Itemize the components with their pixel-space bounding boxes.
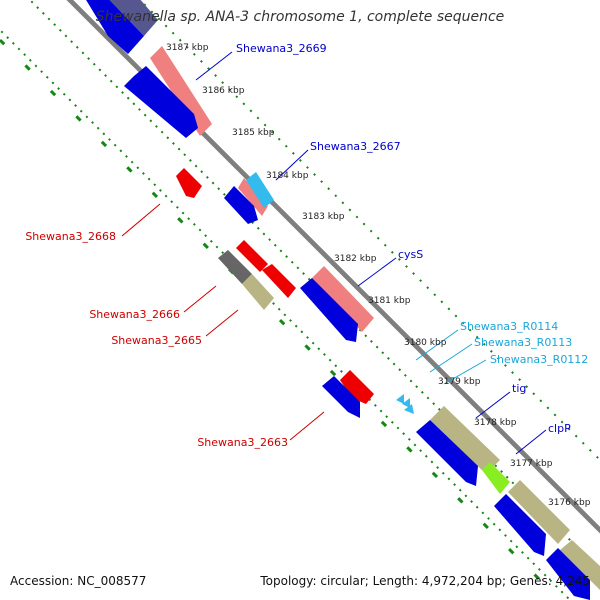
trna-r0114[interactable] (396, 394, 404, 404)
cds-clpP-forward[interactable] (494, 494, 546, 556)
cds-2667-forward[interactable] (224, 186, 258, 224)
gene-2666-dark[interactable] (218, 250, 252, 284)
tick-label: 3182 kbp (334, 254, 377, 264)
gene-label-2665[interactable]: Shewana3_2665 (111, 334, 202, 347)
gene-cysS-pink[interactable] (312, 266, 374, 332)
gene-label-2667[interactable]: Shewana3_2667 (310, 140, 401, 153)
gene-2667-pink[interactable] (238, 178, 268, 216)
tick-label: 3184 kbp (266, 171, 309, 181)
callout-2665 (205, 309, 239, 337)
tick-label: 3179 kbp (438, 377, 481, 387)
callout-r0113 (429, 343, 473, 373)
gene-label-2663[interactable]: Shewana3_2663 (197, 436, 288, 449)
tick-label: 3183 kbp (302, 212, 345, 222)
gene-clpP-khaki[interactable] (508, 480, 570, 544)
accession-text: Accession: NC_008577 (10, 574, 147, 588)
gene-top-dark[interactable] (100, 0, 158, 36)
gc-track-right (138, 0, 600, 461)
gene-label-tig[interactable]: tig (512, 382, 526, 395)
rrna-clpP[interactable] (482, 462, 510, 494)
trna-r0113[interactable] (402, 398, 410, 408)
gene-label-2669[interactable]: Shewana3_2669 (236, 42, 327, 55)
gc-track-inner (0, 28, 572, 600)
tick-label: 3186 kbp (202, 86, 245, 96)
genome-summary: Topology: circular; Length: 4,972,204 bp… (260, 574, 590, 588)
callout-cysS (357, 257, 397, 287)
gene-tig-khaki[interactable] (430, 406, 500, 474)
gene-2665-khaki[interactable] (242, 274, 274, 310)
callout-2667 (275, 149, 309, 181)
cds-bottom-forward[interactable] (546, 548, 590, 600)
cds-cysS-forward[interactable] (300, 278, 358, 342)
gene-label-cysS[interactable]: cysS (398, 248, 423, 261)
cds-tig-forward[interactable] (416, 420, 478, 486)
trna-2667[interactable] (246, 172, 274, 208)
callout-r0112 (443, 359, 487, 385)
tick-label: 3176 kbp (548, 498, 591, 508)
map-title: Shewanella sp. ANA-3 chromosome 1, compl… (95, 9, 505, 25)
callout-clpP (515, 429, 547, 455)
tick-label: 3177 kbp (510, 459, 553, 469)
cds-2663-forward[interactable] (322, 376, 360, 418)
tick-label: 3180 kbp (404, 338, 447, 348)
callout-tig (475, 391, 511, 419)
gene-label-r0112[interactable]: Shewana3_R0112 (490, 353, 588, 366)
callout-2663 (289, 411, 325, 441)
gene-bottom-khaki[interactable] (560, 540, 600, 590)
tick-label: 3178 kbp (474, 418, 517, 428)
cds-2669-forward[interactable] (124, 66, 198, 138)
cds-2665-reverse[interactable] (262, 264, 296, 298)
gc-track-outer (28, 0, 600, 571)
gene-label-2668[interactable]: Shewana3_2668 (25, 230, 116, 243)
trna-r0112[interactable] (404, 404, 414, 414)
tick-label: 3185 kbp (232, 128, 275, 138)
gene-label-clpP[interactable]: clpP (548, 422, 571, 435)
gene-label-r0114[interactable]: Shewana3_R0114 (460, 320, 558, 333)
gene-label-r0113[interactable]: Shewana3_R0113 (474, 336, 572, 349)
cds-2666-reverse[interactable] (236, 240, 268, 272)
callout-2668 (121, 203, 161, 237)
cds-2663-reverse[interactable] (340, 370, 374, 404)
gene-label-2666[interactable]: Shewana3_2666 (89, 308, 180, 321)
cds-top-forward[interactable] (80, 0, 144, 54)
callout-2669 (195, 51, 233, 81)
tick-label: 3181 kbp (368, 296, 411, 306)
cds-2668-reverse[interactable] (176, 168, 202, 198)
callout-r0114 (415, 329, 459, 361)
callout-2666 (183, 285, 217, 313)
tick-label: 3187 kbp (166, 43, 209, 53)
gene-2669-pink[interactable] (150, 46, 212, 136)
